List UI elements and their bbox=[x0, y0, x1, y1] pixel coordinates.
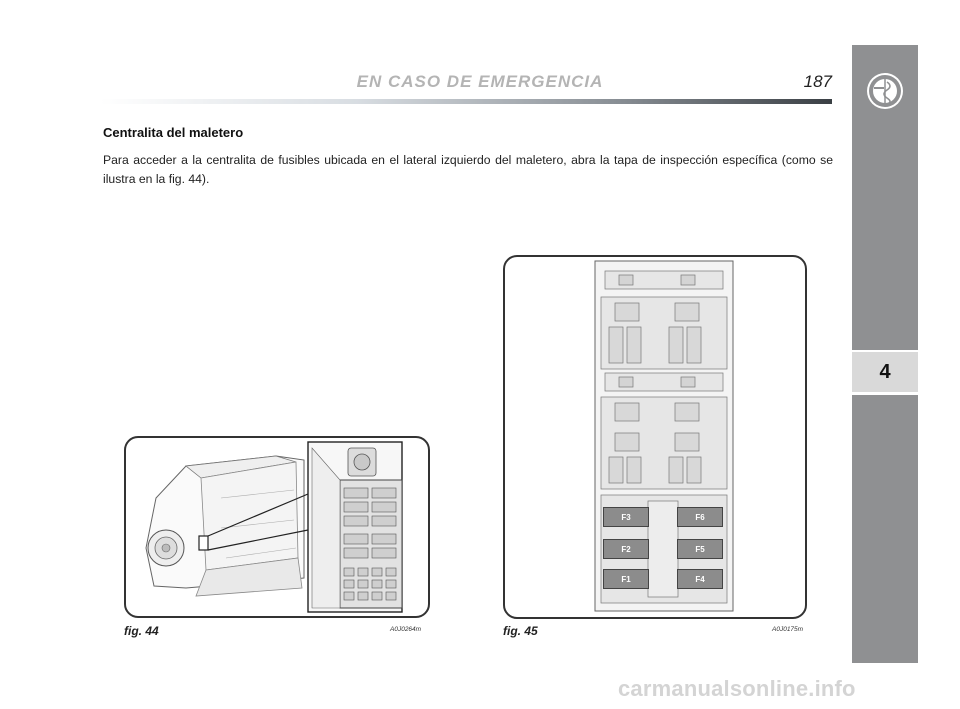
figure-44-caption: fig. 44 bbox=[124, 624, 159, 638]
fuse-f6: F6 bbox=[677, 507, 723, 527]
fuse-label: F5 bbox=[695, 544, 705, 554]
figure-45-caption: fig. 45 bbox=[503, 624, 538, 638]
fuse-label: F4 bbox=[695, 574, 705, 584]
figure-45-code: A0J0175m bbox=[772, 626, 804, 633]
chapter-number: 4 bbox=[879, 360, 891, 383]
fuse-f3: F3 bbox=[603, 507, 649, 527]
fuse-f4: F4 bbox=[677, 569, 723, 589]
page-header-title: EN CASO DE EMERGENCIA bbox=[356, 72, 604, 91]
section-heading: Centralita del maletero bbox=[103, 125, 244, 140]
fuse-label: F6 bbox=[695, 512, 705, 522]
brand-logo-icon bbox=[867, 73, 903, 109]
figure-45-fuse-box-diagram: F3 F2 F1 F6 F5 F4 bbox=[503, 255, 807, 619]
chapter-tab[interactable]: 4 bbox=[852, 352, 918, 392]
figure-44-trunk-illustration bbox=[124, 436, 430, 618]
fuse-label: F2 bbox=[621, 544, 631, 554]
trunk-drawing bbox=[145, 441, 403, 613]
fuse-f5: F5 bbox=[677, 539, 723, 559]
header-divider bbox=[100, 99, 832, 104]
page-number: 187 bbox=[803, 72, 832, 91]
chapter-sidebar-bottom bbox=[852, 395, 918, 663]
fuse-f1: F1 bbox=[603, 569, 649, 589]
fuse-label: F3 bbox=[621, 512, 631, 522]
fuse-f2: F2 bbox=[603, 539, 649, 559]
fuse-label: F1 bbox=[621, 574, 631, 584]
figure-44-code: A0J0264m bbox=[390, 626, 422, 633]
site-watermark: carmanualsonline.info bbox=[618, 676, 856, 701]
section-body-text: Para acceder a la centralita de fusibles… bbox=[103, 153, 833, 186]
fuse-box-drawing bbox=[594, 260, 734, 612]
